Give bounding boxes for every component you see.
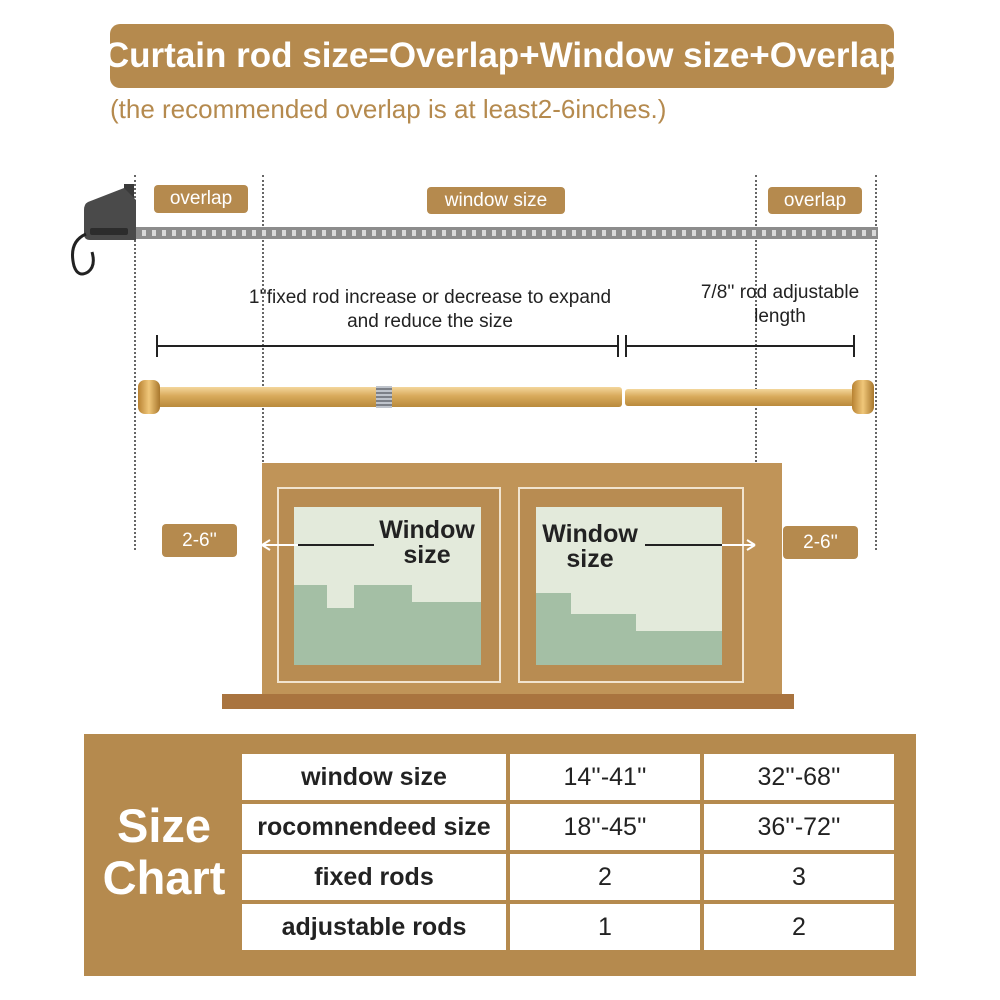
table-row: rocomnendeed size 18''-45'' 36''-72'' bbox=[238, 800, 898, 854]
window-sill bbox=[222, 694, 794, 709]
fixed-dimension-end-tick bbox=[617, 335, 619, 357]
left-width-arrow bbox=[261, 539, 374, 551]
guide-line-left-outer bbox=[134, 175, 136, 550]
right-width-arrow bbox=[645, 539, 756, 551]
table-row: adjustable rods 1 2 bbox=[238, 900, 898, 954]
size-chart-table: window size 14''-41'' 32''-68'' rocomnen… bbox=[238, 750, 898, 954]
table-cell: 3 bbox=[700, 850, 898, 904]
left-overlap-range: 2-6'' bbox=[182, 529, 217, 551]
adjustable-rod-dimension-line bbox=[626, 345, 854, 347]
right-window-label: Window size bbox=[538, 522, 642, 572]
guide-line-right-outer bbox=[875, 175, 877, 550]
size-chart-title: Size Chart bbox=[102, 799, 226, 904]
adjustable-dimension-end-tick bbox=[853, 335, 855, 357]
left-overlap-range-tag: 2-6'' bbox=[162, 524, 237, 557]
left-skyline bbox=[294, 585, 481, 665]
row-label: adjustable rods bbox=[238, 900, 510, 954]
fixed-rod-caption: 1''fixed rod increase or decrease to exp… bbox=[248, 287, 612, 332]
right-overlap-range-tag: 2-6'' bbox=[783, 526, 858, 559]
table-cell: 2 bbox=[506, 850, 704, 904]
rod-connector bbox=[376, 386, 392, 408]
window-size-tag: window size bbox=[427, 187, 565, 214]
table-cell: 14''-41'' bbox=[506, 750, 704, 804]
overlap-tag-left: overlap bbox=[154, 185, 248, 213]
table-cell: 32''-68'' bbox=[700, 750, 898, 804]
table-cell: 2 bbox=[700, 900, 898, 954]
table-cell: 1 bbox=[506, 900, 704, 954]
left-window-label: Window size bbox=[375, 518, 479, 568]
table-row: fixed rods 2 3 bbox=[238, 850, 898, 904]
adjustable-rod-caption: 7/8'' rod adjustable length bbox=[700, 282, 860, 327]
table-cell: 36''-72'' bbox=[700, 800, 898, 854]
adjustable-rod bbox=[625, 389, 857, 406]
right-skyline bbox=[536, 593, 722, 665]
rod-end-cap-right bbox=[852, 380, 874, 414]
overlap-note: (the recommended overlap is at least2-6i… bbox=[110, 94, 667, 124]
row-label: rocomnendeed size bbox=[238, 800, 510, 854]
table-row: window size 14''-41'' 32''-68'' bbox=[238, 750, 898, 804]
formula-banner: Curtain rod size=Overlap+Window size+Ove… bbox=[104, 24, 900, 88]
table-cell: 18''-45'' bbox=[506, 800, 704, 854]
tape-measure-icon bbox=[71, 184, 136, 276]
right-overlap-range: 2-6'' bbox=[803, 531, 838, 553]
rod-end-cap-left bbox=[138, 380, 160, 414]
overlap-tag-right-label: overlap bbox=[783, 189, 847, 211]
guide-line-left-inner bbox=[262, 175, 264, 550]
fixed-rod-dimension-line bbox=[157, 345, 618, 347]
overlap-tag-right: overlap bbox=[768, 187, 862, 214]
guide-line-right-inner bbox=[755, 175, 757, 550]
window-size-tag-label: window size bbox=[444, 189, 548, 211]
overlap-tag-left-label: overlap bbox=[169, 188, 233, 209]
formula-text: Curtain rod size=Overlap+Window size+Ove… bbox=[103, 36, 901, 75]
measuring-tape bbox=[132, 227, 878, 239]
row-label: window size bbox=[238, 750, 510, 804]
row-label: fixed rods bbox=[238, 850, 510, 904]
